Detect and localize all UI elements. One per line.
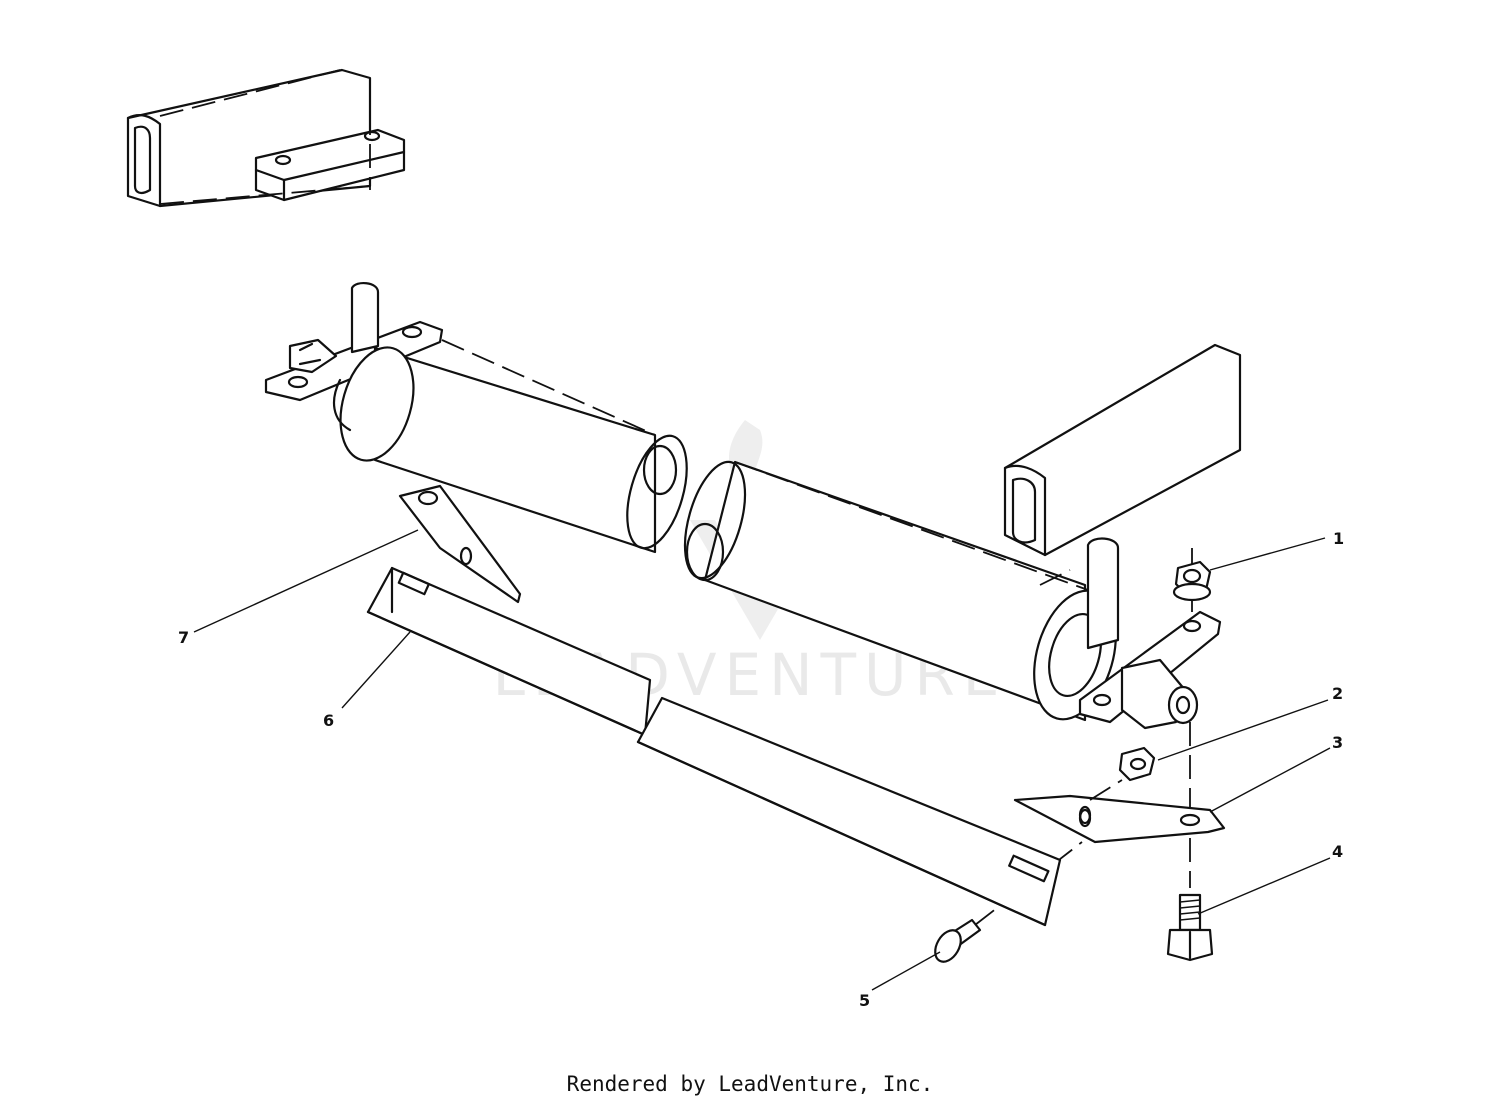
- flange-nut-part-1: [1172, 548, 1212, 612]
- callout-7: 7: [178, 628, 189, 647]
- callouts: 1 2 3 4 5 6 7: [178, 529, 1344, 1010]
- muffler-left: [332, 346, 688, 554]
- right-bracket: [1078, 537, 1222, 730]
- callout-3: 3: [1332, 733, 1343, 752]
- assembly-lines: [159, 69, 1089, 591]
- nut-part-2: [1118, 746, 1156, 782]
- angle-bracket-part-6: [366, 566, 1092, 927]
- callout-2: 2: [1332, 684, 1343, 703]
- callout-1: 1: [1333, 529, 1344, 548]
- callout-5: 5: [859, 991, 870, 1010]
- callout-6: 6: [323, 711, 334, 730]
- strap-part-3: [1013, 722, 1226, 844]
- inset-frame-rail: [126, 68, 406, 208]
- footer-credit: Rendered by LeadVenture, Inc.: [566, 1072, 934, 1096]
- callout-4: 4: [1332, 842, 1343, 861]
- left-bracket: [264, 282, 444, 402]
- plate-part-7: [398, 484, 522, 604]
- right-frame-rail: [1003, 343, 1242, 586]
- bolt-part-4: [1166, 838, 1214, 962]
- leader-lines: [193, 529, 1331, 991]
